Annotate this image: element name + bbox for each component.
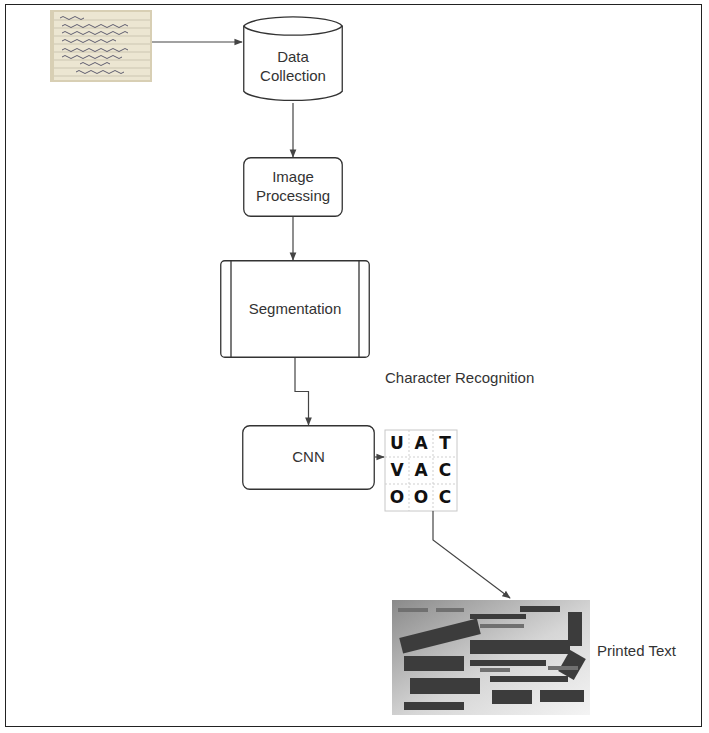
- outer-frame: [5, 4, 702, 727]
- node-label: Image Processing: [253, 168, 333, 206]
- handwritten-note-photo: [50, 10, 152, 82]
- flow-arrow: [292, 217, 293, 260]
- output-arrow: [433, 511, 510, 598]
- character-grid: [385, 430, 457, 511]
- stage-label: Character Recognition: [385, 369, 534, 386]
- recognized-character: A: [409, 430, 433, 457]
- recognized-character: O: [385, 484, 409, 511]
- recognized-character: C: [433, 484, 457, 511]
- flow-arrow: [295, 358, 309, 425]
- node-label: CNN: [292, 448, 325, 467]
- word-cloud-picture: [392, 600, 590, 715]
- output-label: Printed Text: [597, 642, 676, 659]
- recognized-character: U: [385, 430, 409, 457]
- node-label: Data Collection: [253, 48, 333, 86]
- node-label: Segmentation: [249, 300, 342, 319]
- flow-arrow: [292, 103, 293, 157]
- predefined-process: Segmentation: [220, 260, 370, 358]
- recognized-character: O: [409, 484, 433, 511]
- recognized-character: T: [433, 430, 457, 457]
- recognized-character: C: [433, 457, 457, 484]
- data-store: Data Collection: [243, 15, 343, 103]
- recognized-character: V: [385, 457, 409, 484]
- process-box: CNN: [242, 425, 375, 490]
- input-arrow: [152, 41, 242, 42]
- process-box: Image Processing: [243, 157, 343, 217]
- output-arrow: [375, 456, 384, 457]
- recognized-character: A: [409, 457, 433, 484]
